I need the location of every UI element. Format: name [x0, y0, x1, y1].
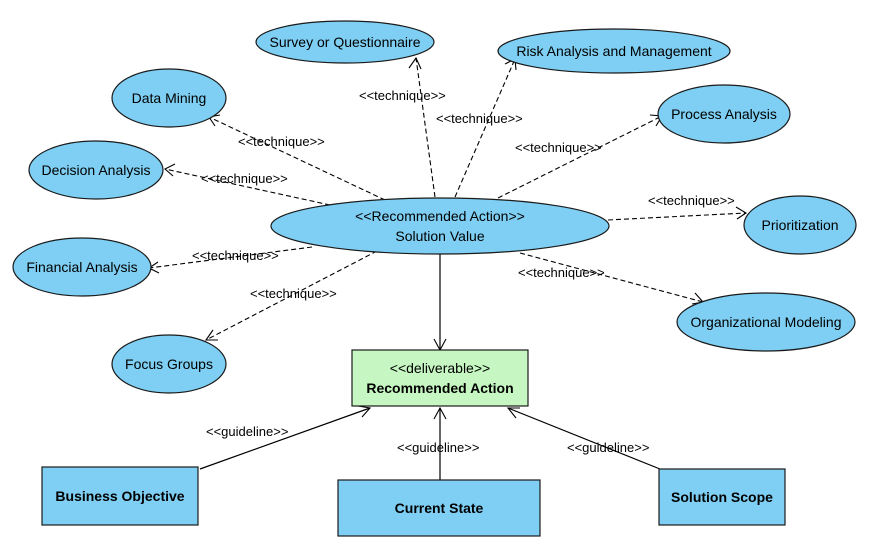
- node-risk-label: Risk Analysis and Management: [516, 43, 711, 59]
- label-prioritization-technique: <<technique>>: [648, 193, 735, 208]
- label-business-guideline: <<guideline>>: [206, 424, 288, 439]
- node-prioritization[interactable]: Prioritization: [743, 195, 857, 255]
- arrowhead-prioritization: [735, 206, 748, 220]
- label-focus-groups-technique: <<technique>>: [250, 286, 337, 301]
- node-process[interactable]: Process Analysis: [657, 84, 791, 144]
- node-decision[interactable]: Decision Analysis: [28, 140, 164, 200]
- node-decision-label: Decision Analysis: [42, 162, 151, 178]
- edge-data-mining: [208, 116, 386, 201]
- node-focus-groups[interactable]: Focus Groups: [111, 334, 227, 394]
- label-decision-technique: <<technique>>: [201, 171, 288, 186]
- edge-process: [497, 115, 663, 199]
- node-organizational-label: Organizational Modeling: [691, 314, 842, 330]
- arrowhead-business-guideline: [357, 405, 372, 418]
- node-financial[interactable]: Financial Analysis: [12, 237, 152, 297]
- node-risk[interactable]: Risk Analysis and Management: [497, 28, 731, 74]
- edge-focus-groups: [205, 250, 378, 341]
- node-current-state[interactable]: Current State: [337, 479, 541, 537]
- edge-labels: <<technique>> <<technique>> <<technique>…: [192, 88, 735, 455]
- edge-scope-guideline: [507, 407, 661, 470]
- deliverable-stereotype: <<deliverable>>: [390, 360, 490, 376]
- label-survey-technique: <<technique>>: [359, 88, 446, 103]
- label-risk-technique: <<technique>>: [436, 111, 523, 126]
- edge-decision: [164, 168, 331, 206]
- center-label: Solution Value: [395, 228, 484, 244]
- label-scope-guideline: <<guideline>>: [567, 440, 649, 455]
- deliverable-label: Recommended Action: [366, 380, 513, 396]
- edge-financial: [148, 246, 313, 269]
- edge-business-guideline: [199, 407, 371, 470]
- arrowhead-decision: [164, 163, 176, 177]
- node-organizational[interactable]: Organizational Modeling: [676, 292, 856, 352]
- business-objective-label: Business Objective: [55, 488, 184, 504]
- arrowhead-scope-guideline: [506, 407, 520, 419]
- node-survey-label: Survey or Questionnaire: [270, 34, 421, 50]
- node-business-objective[interactable]: Business Objective: [41, 466, 199, 526]
- arrowhead-survey: [408, 56, 422, 70]
- label-organizational-technique: <<technique>>: [518, 265, 605, 280]
- edge-prioritization: [607, 212, 747, 221]
- node-recommended-action[interactable]: <<deliverable>> Recommended Action: [351, 349, 529, 407]
- node-process-label: Process Analysis: [671, 106, 777, 122]
- current-state-label: Current State: [395, 500, 484, 516]
- node-survey[interactable]: Survey or Questionnaire: [255, 20, 435, 64]
- solution-scope-label: Solution Scope: [671, 489, 773, 505]
- edge-survey: [415, 57, 436, 198]
- label-current-guideline: <<guideline>>: [397, 440, 479, 455]
- node-data-mining[interactable]: Data Mining: [111, 68, 227, 128]
- label-financial-technique: <<technique>>: [192, 248, 279, 263]
- node-prioritization-label: Prioritization: [761, 217, 838, 233]
- node-focus-groups-label: Focus Groups: [125, 356, 213, 372]
- arrowhead-focus-groups: [204, 329, 218, 341]
- label-process-technique: <<technique>>: [515, 140, 602, 155]
- node-data-mining-label: Data Mining: [132, 90, 207, 106]
- label-data-mining-technique: <<technique>>: [238, 134, 325, 149]
- arrowhead-current-guideline: [433, 406, 447, 420]
- center-stereotype: <<Recommended Action>>: [355, 208, 525, 224]
- edge-risk: [454, 58, 516, 198]
- node-solution-value[interactable]: <<Recommended Action>> Solution Value: [270, 197, 610, 255]
- node-financial-label: Financial Analysis: [26, 259, 137, 275]
- node-solution-scope[interactable]: Solution Scope: [658, 468, 786, 526]
